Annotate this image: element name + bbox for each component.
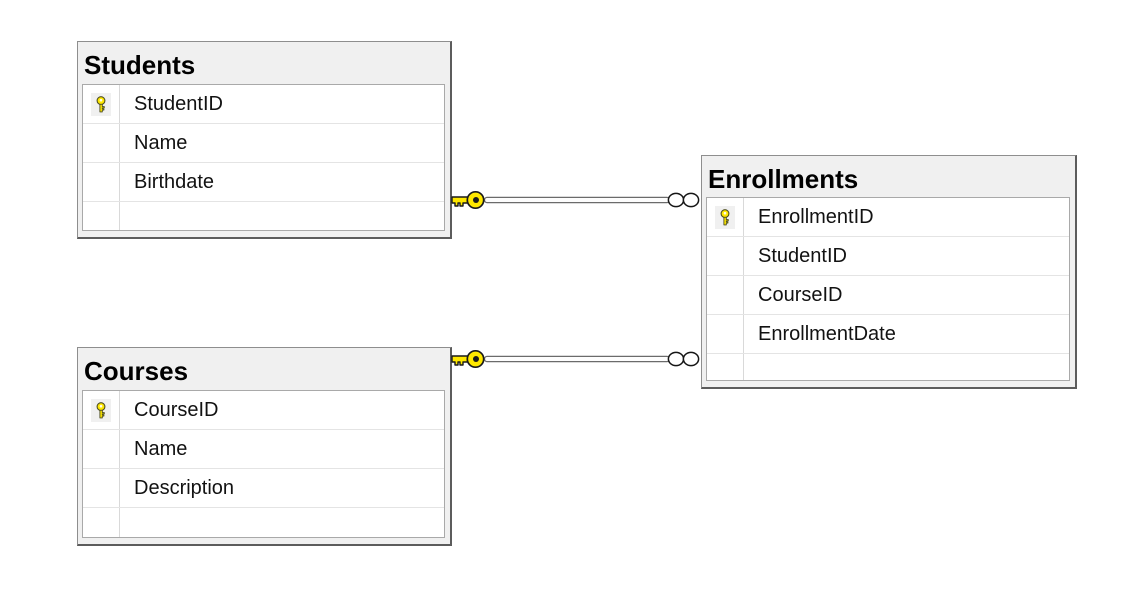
primary-key-icon — [91, 398, 111, 422]
empty-row[interactable] — [83, 508, 444, 537]
column-name — [120, 202, 444, 230]
key-cell — [83, 508, 120, 537]
key-cell — [707, 276, 744, 314]
column-name — [120, 508, 444, 537]
key-one-end-icon — [451, 349, 485, 369]
key-cell — [83, 469, 120, 507]
relationship-line[interactable] — [483, 355, 671, 363]
column-name: Name — [134, 438, 188, 460]
table-students[interactable]: Students StudentID Name — [77, 41, 452, 239]
relationship-line[interactable] — [483, 196, 671, 204]
column-row-enrollmentdate[interactable]: EnrollmentDate — [707, 315, 1069, 354]
key-cell — [83, 391, 120, 429]
column-name: Description — [134, 477, 235, 499]
table-courses-columns: CourseID Name Description — [82, 390, 445, 538]
infinity-many-end-icon — [667, 192, 700, 208]
column-row-studentid[interactable]: StudentID — [83, 85, 444, 124]
infinity-many-end-icon — [667, 351, 700, 367]
table-students-title[interactable]: Students — [84, 50, 196, 80]
table-enrollments[interactable]: Enrollments EnrollmentID StudentID — [701, 155, 1077, 389]
key-cell — [707, 198, 744, 236]
column-row-name[interactable]: Name — [83, 124, 444, 163]
key-cell — [83, 124, 120, 162]
column-name: Birthdate — [134, 171, 215, 193]
column-name — [744, 354, 1069, 380]
column-name: CourseID — [134, 399, 219, 421]
table-students-columns: StudentID Name Birthdate — [82, 84, 445, 231]
key-cell — [707, 354, 744, 380]
column-name: StudentID — [758, 245, 847, 267]
column-row-enrollmentid[interactable]: EnrollmentID — [707, 198, 1069, 237]
table-courses[interactable]: Courses CourseID Name — [77, 347, 452, 546]
relationship-students-enrollments[interactable] — [446, 187, 706, 213]
column-row-courseid[interactable]: CourseID — [707, 276, 1069, 315]
key-cell — [707, 237, 744, 275]
column-name: StudentID — [134, 93, 223, 115]
empty-row[interactable] — [707, 354, 1069, 380]
column-row-courseid[interactable]: CourseID — [83, 391, 444, 430]
primary-key-icon — [91, 92, 111, 116]
column-row-name[interactable]: Name — [83, 430, 444, 469]
column-row-description[interactable]: Description — [83, 469, 444, 508]
primary-key-icon — [715, 205, 735, 229]
key-cell — [707, 315, 744, 353]
key-cell — [83, 430, 120, 468]
relationship-courses-enrollments[interactable] — [446, 346, 706, 372]
table-courses-title[interactable]: Courses — [84, 356, 189, 386]
table-enrollments-columns: EnrollmentID StudentID CourseID Enrollme… — [706, 197, 1070, 381]
column-name: EnrollmentDate — [758, 323, 896, 345]
column-row-birthdate[interactable]: Birthdate — [83, 163, 444, 202]
column-row-studentid[interactable]: StudentID — [707, 237, 1069, 276]
key-one-end-icon — [451, 190, 485, 210]
empty-row[interactable] — [83, 202, 444, 230]
key-cell — [83, 202, 120, 230]
column-name: Name — [134, 132, 188, 154]
column-name: CourseID — [758, 284, 843, 306]
key-cell — [83, 85, 120, 123]
key-cell — [83, 163, 120, 201]
table-enrollments-title[interactable]: Enrollments — [708, 164, 859, 194]
column-name: EnrollmentID — [758, 206, 874, 228]
